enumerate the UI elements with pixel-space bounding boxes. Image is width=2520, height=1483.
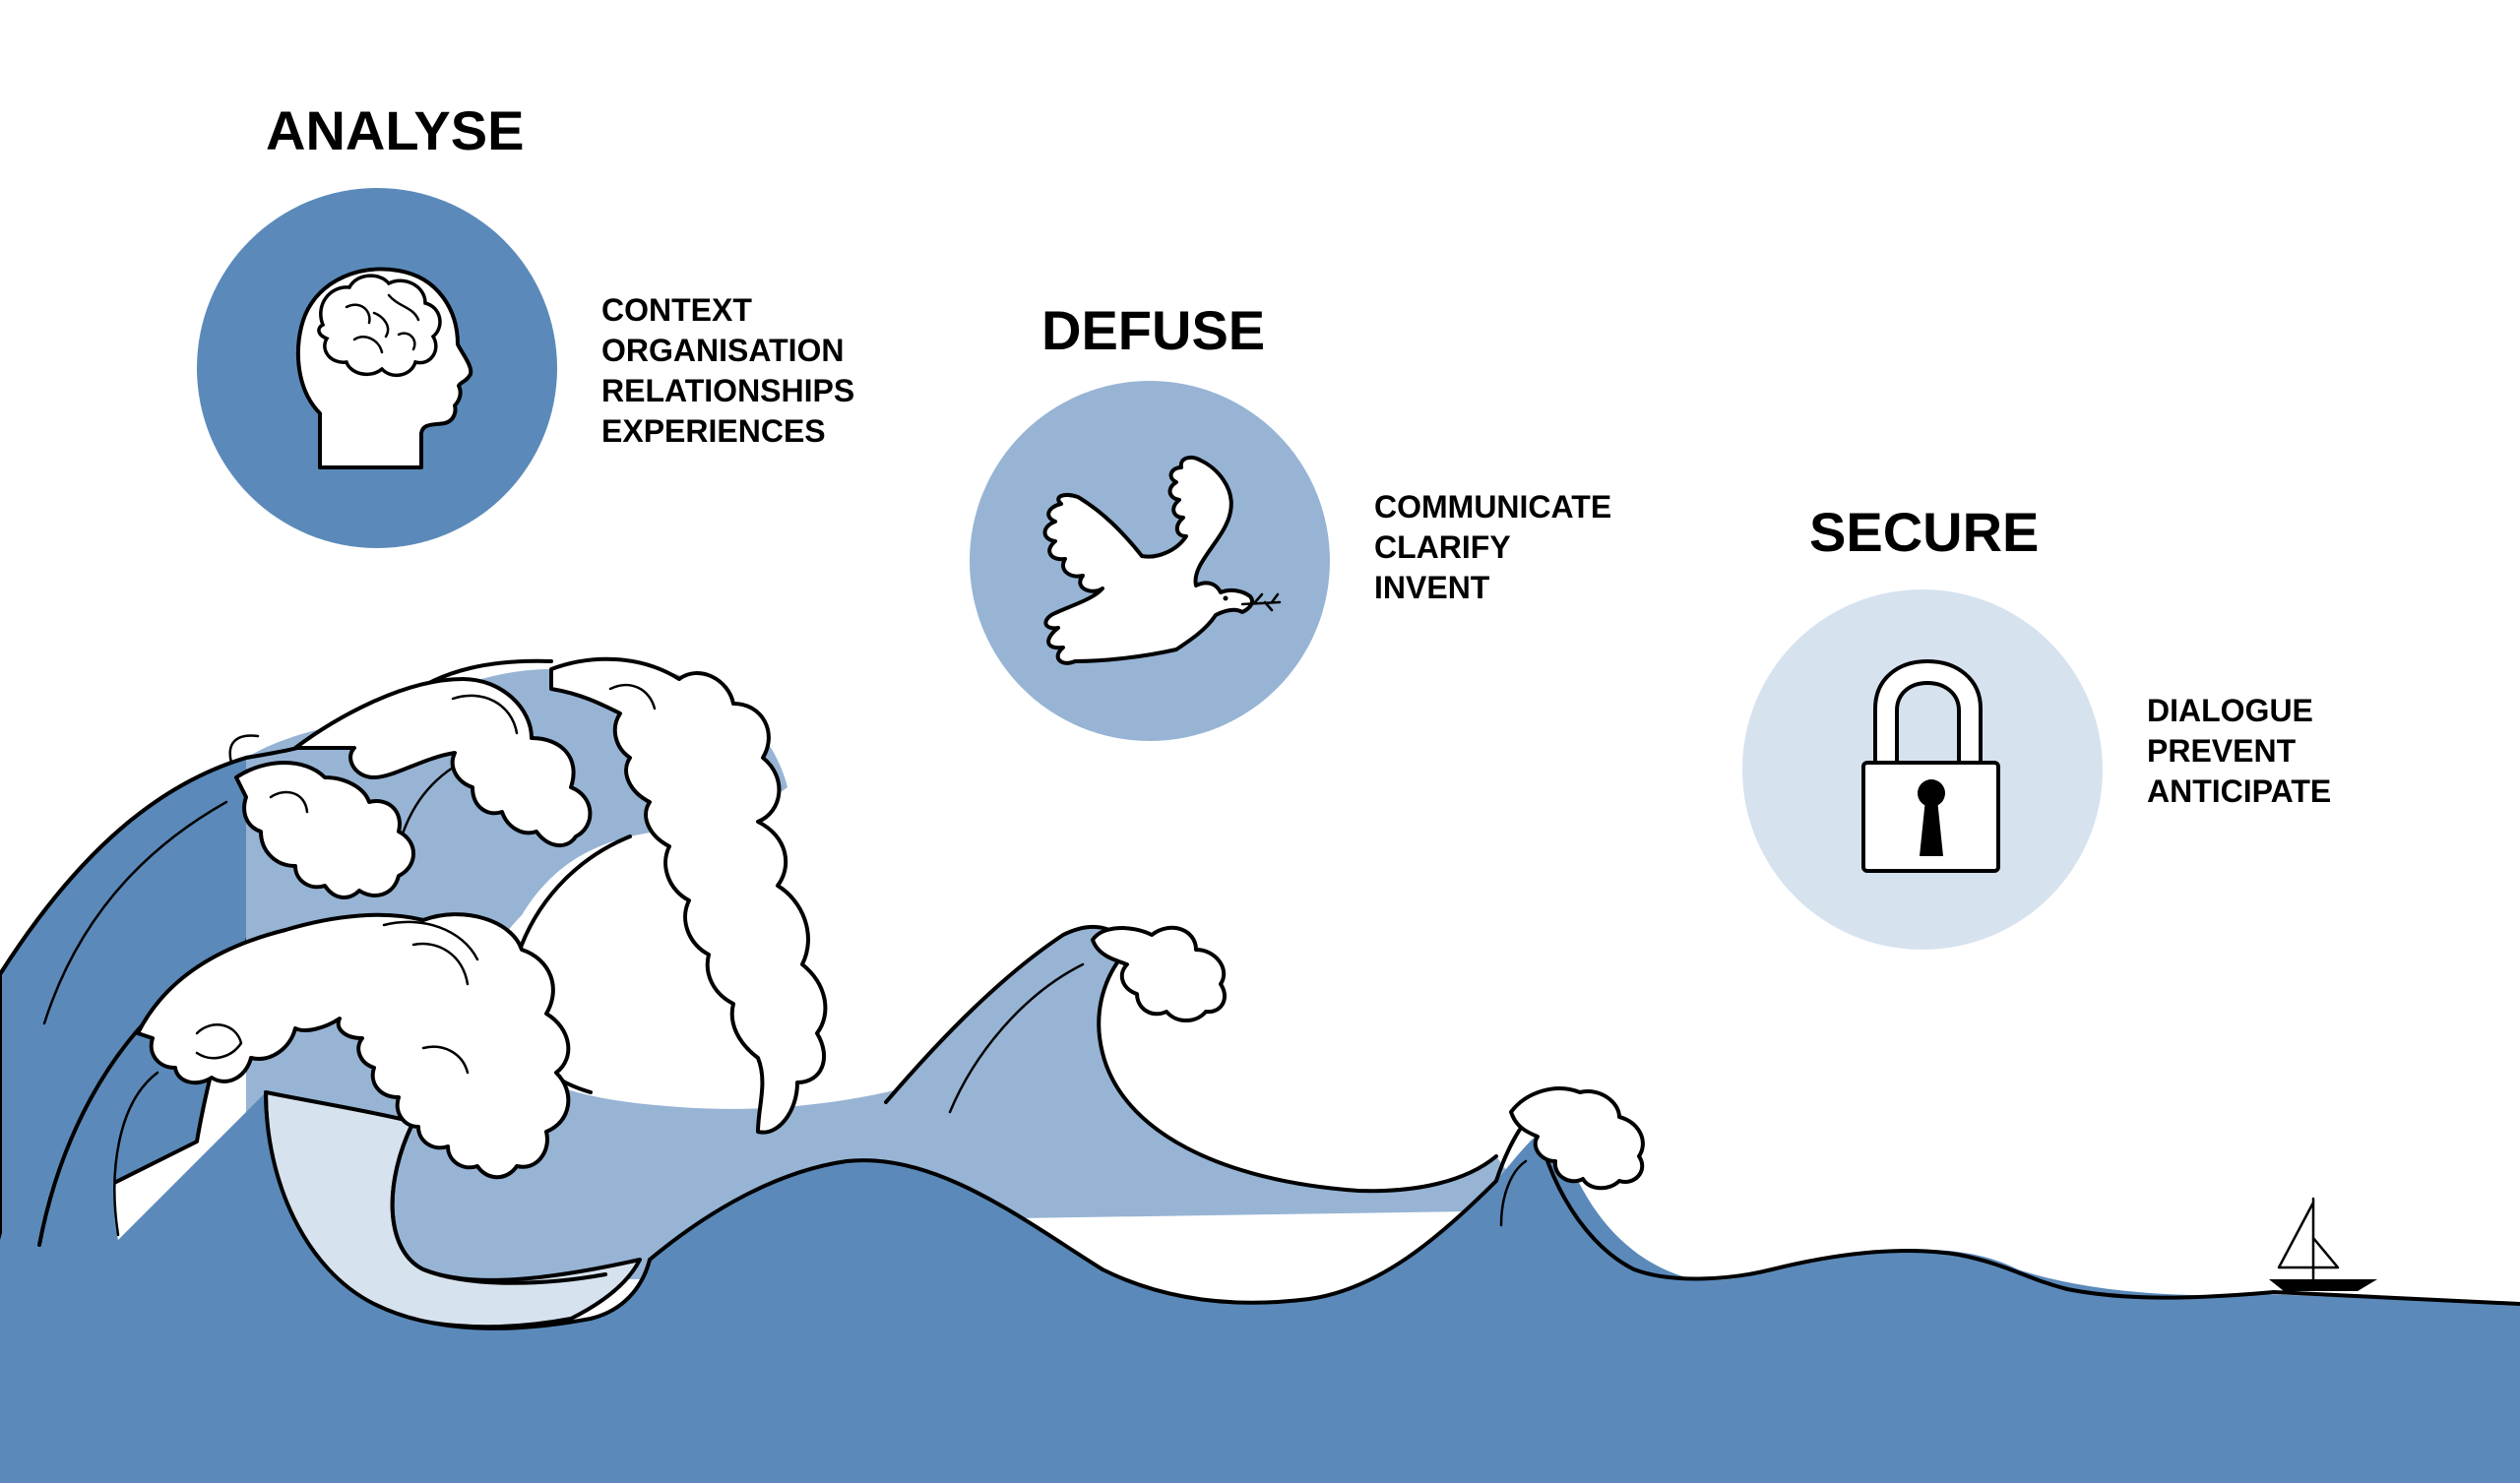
stage-title-secure: SECURE bbox=[1809, 501, 2039, 563]
foam-crest-lower bbox=[136, 912, 571, 1180]
stage-item-analyse-3: RELATIONSHIPS bbox=[601, 373, 854, 408]
foam-curl-1 bbox=[451, 694, 519, 735]
padlock-icon bbox=[1861, 659, 2000, 873]
foam-crest-middle-wave bbox=[1091, 925, 1227, 1022]
stage-item-secure-2: PREVENT bbox=[2147, 733, 2297, 769]
sea-surface-line bbox=[648, 1158, 1498, 1305]
foam-curl-5 bbox=[195, 1023, 243, 1060]
head-brain-icon bbox=[295, 267, 473, 469]
stage-item-analyse-2: ORGANISATION bbox=[601, 333, 845, 368]
foam-crest-top bbox=[549, 656, 828, 1135]
stage-analyse: ANALYSE CONTEXT ORGANISATION RELATIONSHI… bbox=[197, 99, 854, 548]
foam-curl-3 bbox=[382, 920, 479, 961]
stage-title-analyse: ANALYSE bbox=[266, 99, 524, 161]
big-wave-left-outline bbox=[0, 756, 248, 976]
small-wave-back bbox=[1494, 1110, 1774, 1281]
stage-item-analyse-1: CONTEXT bbox=[601, 292, 752, 328]
stage-item-analyse-4: EXPERIENCES bbox=[601, 413, 826, 449]
foam-crest-mid-left bbox=[234, 761, 415, 899]
spray-stroke-6 bbox=[228, 734, 260, 765]
lower-wave-inside-line bbox=[390, 1120, 607, 1285]
middle-wave-body bbox=[886, 926, 1536, 1220]
foam-curl-4 bbox=[411, 942, 470, 986]
foreground-sea bbox=[0, 967, 2520, 1483]
stage-item-secure-3: ANTICIPATE bbox=[2147, 773, 2331, 809]
stage-item-defuse-1: COMMUNICATE bbox=[1374, 489, 1611, 525]
spray-stroke-1 bbox=[42, 800, 228, 1025]
foam-crest-small-wave bbox=[1509, 1086, 1645, 1191]
lower-wave-inner-outline bbox=[264, 1090, 652, 1330]
stage-item-secure-1: DIALOGUE bbox=[2147, 693, 2313, 728]
spray-stroke-5 bbox=[1499, 1159, 1528, 1227]
dove-icon bbox=[1042, 455, 1282, 665]
stage-secure: SECURE DIALOGUE PREVENT ANTICIPATE bbox=[1742, 501, 2331, 950]
spray-stroke-2 bbox=[113, 1071, 159, 1237]
middle-wave-inner-curl bbox=[1097, 943, 1498, 1194]
sailboat-icon bbox=[2269, 1197, 2377, 1291]
foam-curl-2 bbox=[608, 683, 657, 711]
foam-curl-6 bbox=[421, 1045, 470, 1075]
spray-stroke-4 bbox=[948, 962, 1085, 1114]
foam-curl-7 bbox=[269, 790, 309, 814]
stage-defuse: DEFUSE COMMUNICATE CLARIFY INVENT bbox=[970, 299, 1611, 741]
stage-item-defuse-2: CLARIFY bbox=[1374, 529, 1511, 565]
sea-illustration bbox=[0, 656, 2520, 1483]
stage-item-defuse-3: INVENT bbox=[1374, 570, 1490, 605]
foam-crest-upper-left bbox=[293, 677, 593, 847]
stage-title-defuse: DEFUSE bbox=[1041, 299, 1265, 361]
calm-sea-line bbox=[1770, 1248, 2520, 1306]
